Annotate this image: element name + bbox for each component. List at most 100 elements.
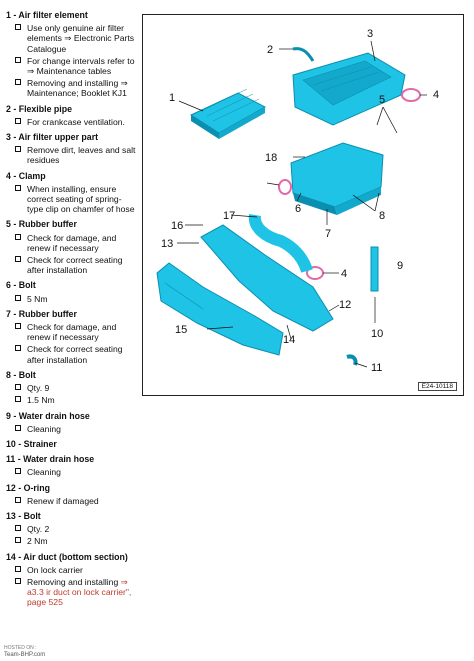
legend-heading: 7 - Rubber buffer (6, 308, 77, 319)
figure-code: E24-10118 (417, 382, 457, 391)
callout-11: 11 (371, 362, 382, 374)
legend-heading: 1 - Air filter element (6, 10, 88, 20)
legend-item: For crankcase ventilation. (6, 117, 136, 127)
checkbox-icon (15, 525, 21, 532)
legend-item: Cleaning (6, 467, 136, 477)
legend-heading: 5 - Rubber buffer (6, 219, 77, 230)
checkbox-icon (15, 24, 21, 31)
leader-lines (177, 40, 427, 368)
checkbox-icon (15, 577, 21, 584)
checkbox-icon (15, 233, 21, 240)
legend-heading: 10 - Strainer (6, 438, 57, 449)
callout-7: 7 (325, 228, 331, 240)
checkbox-icon (15, 184, 21, 191)
legend-item: Check for damage, and renew if necessary (6, 322, 136, 342)
air-filter-lower-part (290, 142, 384, 215)
legend-item: Qty. 9 (6, 383, 136, 393)
water-drain-hose (370, 246, 379, 292)
legend-section: 10 - Strainer (6, 439, 136, 449)
watermark: Team-BHP.com (4, 652, 46, 658)
callout-13: 13 (161, 238, 173, 250)
cross-reference-link[interactable]: ⇒ a3.3 ir duct on lock carrier", page 52… (27, 576, 132, 608)
legend-item: Check for correct seating after installa… (6, 344, 136, 365)
checkbox-icon (15, 384, 21, 391)
air-duct-part (156, 262, 284, 356)
checkbox-icon (15, 396, 21, 403)
checkbox-icon (15, 294, 21, 301)
callout-6: 6 (295, 203, 301, 215)
legend-heading: 14 - Air duct (bottom section) (6, 551, 128, 562)
legend-item: 1.5 Nm (6, 395, 136, 405)
checkbox-icon (15, 256, 21, 263)
legend-heading: 12 - O-ring (6, 482, 50, 493)
callout-4: 4 (433, 89, 439, 101)
legend-heading: 3 - Air filter upper part (6, 132, 99, 143)
legend-item: Remove dirt, leaves and salt residues (6, 145, 136, 165)
legend-item: Qty. 2 (6, 524, 136, 534)
legend-heading: 2 - Flexible pipe (6, 103, 72, 114)
callout-18: 18 (265, 152, 277, 164)
clamp (278, 179, 292, 195)
legend-item: Cleaning (6, 424, 136, 434)
legend-heading: 13 - Bolt (6, 510, 41, 521)
callout-17: 17 (223, 210, 235, 222)
legend-heading: 8 - Bolt (6, 369, 36, 380)
checkbox-icon (15, 79, 21, 86)
legend-item: 2 Nm (6, 536, 136, 546)
checkbox-icon (15, 537, 21, 544)
air-duct-bottom-section (200, 224, 334, 332)
legend-heading: 9 - Water drain hose (6, 410, 90, 421)
callout-8: 8 (379, 210, 385, 222)
legend-item: Renew if damaged (6, 496, 136, 506)
callout-9: 9 (397, 260, 403, 272)
water-drain-hose-small (346, 354, 358, 366)
callout-3: 3 (367, 28, 373, 40)
air-filter-upper-part (292, 52, 406, 126)
callout-2: 2 (267, 44, 273, 56)
callout-5: 5 (379, 94, 385, 106)
checkbox-icon (15, 424, 21, 431)
callout-12: 12 (339, 299, 351, 311)
checkbox-icon (15, 565, 21, 572)
checkbox-icon (15, 345, 21, 352)
clamp (401, 88, 421, 102)
air-filter-element (189, 88, 267, 139)
callout-15: 15 (175, 324, 187, 336)
flexible-pipe (292, 47, 315, 62)
checkbox-icon (15, 496, 21, 503)
checkbox-icon (15, 117, 21, 124)
legend-item: On lock carrier (6, 565, 136, 575)
callout-4: 4 (341, 268, 347, 280)
watermark-hosted-on: HOSTED ON : (4, 645, 37, 651)
callout-14: 14 (283, 334, 295, 346)
callout-10: 10 (371, 328, 383, 340)
legend-item: Check for correct seating after installa… (6, 255, 136, 275)
legend-item: When installing, ensure correct seating … (6, 184, 136, 215)
callout-16: 16 (171, 220, 183, 232)
legend-heading: 11 - Water drain hose (6, 454, 95, 465)
legend-section: 14 - Air duct (bottom section) On lock ca… (6, 552, 136, 608)
legend-heading: 4 - Clamp (6, 170, 46, 181)
callout-1: 1 (169, 92, 175, 104)
checkbox-icon (15, 323, 21, 330)
legend-item: Removing and installing ⇒ Maintenance; B… (6, 78, 136, 98)
checkbox-icon (15, 468, 21, 475)
legend-item: Use only genuine air filter elements ⇒ E… (6, 23, 136, 54)
checkbox-icon (15, 56, 21, 63)
checkbox-icon (15, 146, 21, 153)
